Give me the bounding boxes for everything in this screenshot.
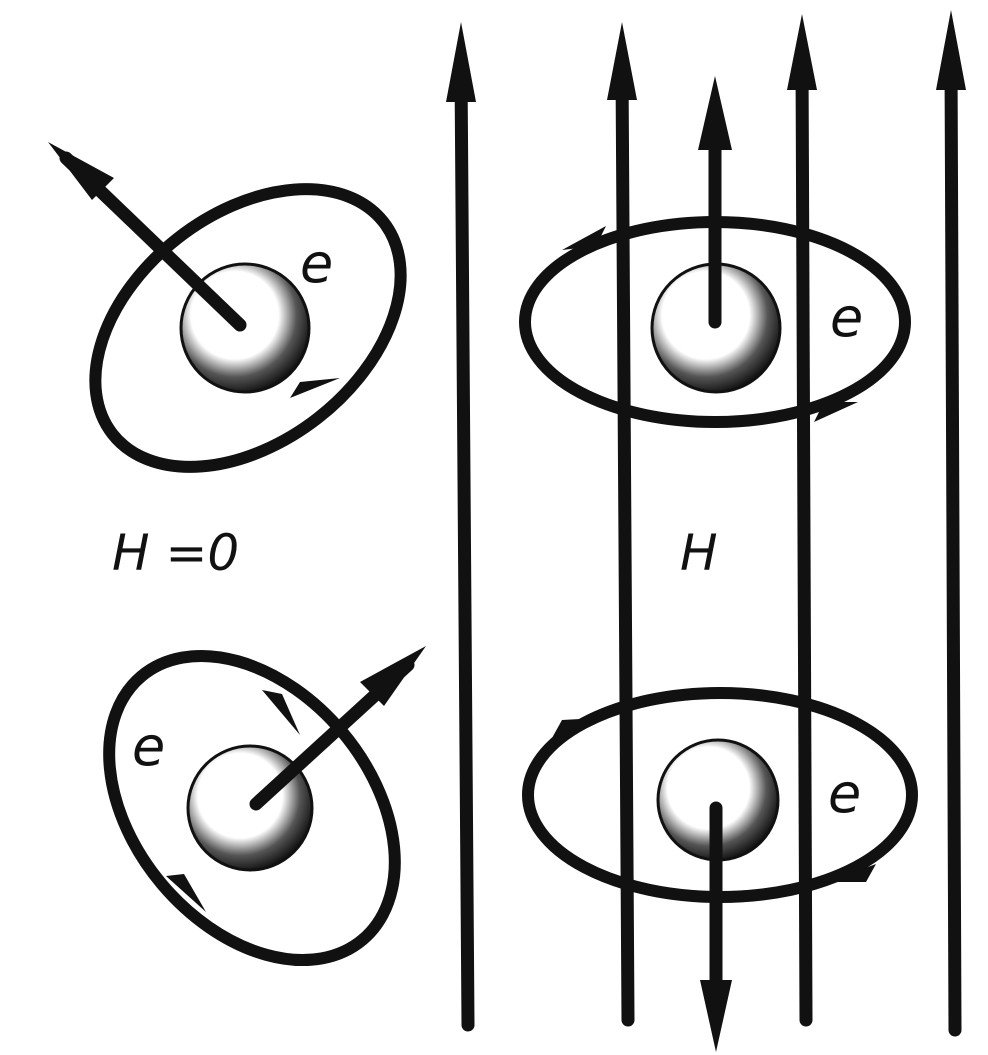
electron-label: e: [132, 715, 165, 778]
atom-bottom-left: e: [103, 646, 426, 967]
electron-label: e: [830, 286, 863, 349]
orbit-arrow-icon: [828, 864, 876, 882]
field-line-1: [446, 22, 476, 1032]
field-line-4: [936, 10, 966, 1037]
label-h-field: H: [680, 524, 718, 582]
field-line-3: [787, 14, 817, 1027]
orbit-arrow-icon: [262, 690, 300, 735]
atom-bottom-right: e: [522, 687, 918, 1052]
orbit-arrow-icon: [166, 874, 206, 912]
atom-top-right: e: [519, 76, 911, 428]
atom-top-left: e: [48, 142, 407, 473]
orbit-arrow-icon: [290, 378, 340, 398]
electron-label: e: [828, 762, 861, 825]
orbit-arrow-icon: [814, 402, 858, 422]
moment-vector-bottom-left: [249, 646, 426, 811]
orbit-arrow-icon: [552, 718, 598, 738]
electron-label: e: [300, 232, 333, 295]
moment-vector-top-left: [48, 142, 247, 332]
orbit-top-left: [89, 183, 407, 473]
field-line-2: [607, 22, 637, 1027]
moment-vector-bottom-right: [700, 801, 732, 1052]
moment-vector-top-right: [698, 76, 732, 329]
field-lines: [446, 10, 966, 1037]
orbit-arrow-icon: [562, 226, 606, 250]
label-h-zero: H =0: [112, 524, 239, 582]
